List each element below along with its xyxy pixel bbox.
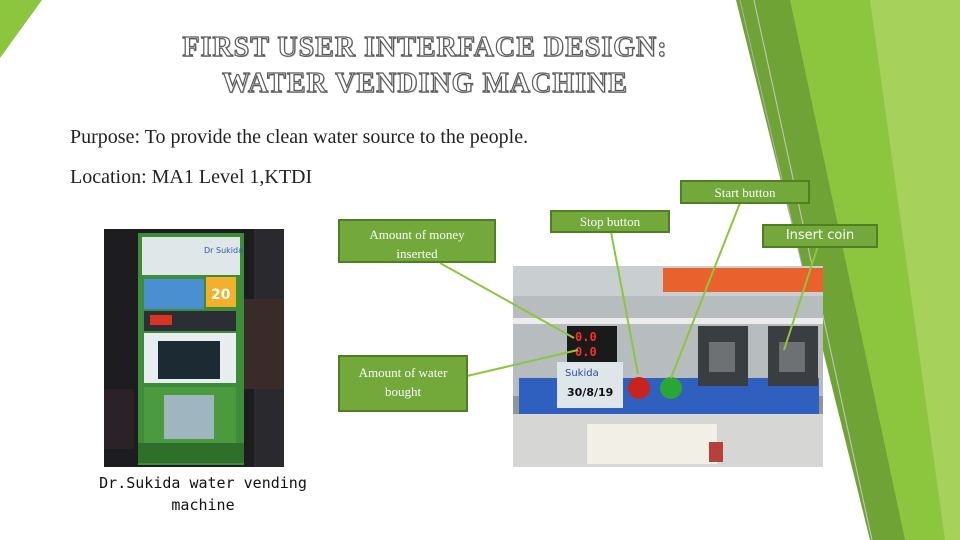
start-button-photo [660, 377, 682, 399]
callout-insert-coin: Insert coin [762, 224, 878, 248]
connector-water [466, 349, 579, 377]
location-text: Location: MA1 Level 1,KTDI [70, 166, 313, 188]
right-green-band-pale [870, 0, 960, 540]
stop-button-photo [628, 377, 650, 399]
left-green-stripe [0, 0, 42, 58]
connector-start [670, 202, 741, 379]
title-line-1: FIRST USER INTERFACE DESIGN: [182, 31, 668, 63]
connector-money [439, 262, 575, 339]
panel-display-bottom: 0.0 [575, 345, 597, 359]
machine-price-text: 20 [211, 287, 231, 303]
connector-stop [610, 231, 639, 375]
callout-amount-water: Amount of water bought [338, 355, 468, 412]
callout-stop-button: Stop button [550, 210, 670, 233]
control-panel-photo: 0.0 0.0 Sukida 30/8/19 [513, 266, 823, 467]
callout-amount-money: Amount of money inserted [338, 219, 496, 263]
panel-date-sticker: 30/8/19 [567, 386, 613, 399]
right-thin-line [739, 0, 811, 301]
purpose-text: Purpose: To provide the clean water sour… [70, 126, 529, 148]
machine-brand-text: Dr Sukida [204, 246, 243, 255]
photo-caption: Dr.Sukida water vending machine [99, 474, 307, 514]
connector-coin [783, 245, 819, 351]
panel-brand-text: Sukida [565, 368, 599, 379]
panel-display-top: 0.0 [575, 330, 597, 344]
callout-start-button: Start button [680, 180, 810, 204]
machine-photo: Dr Sukida 20 [104, 229, 284, 467]
title-line-2: WATER VENDING MACHINE [222, 67, 628, 99]
